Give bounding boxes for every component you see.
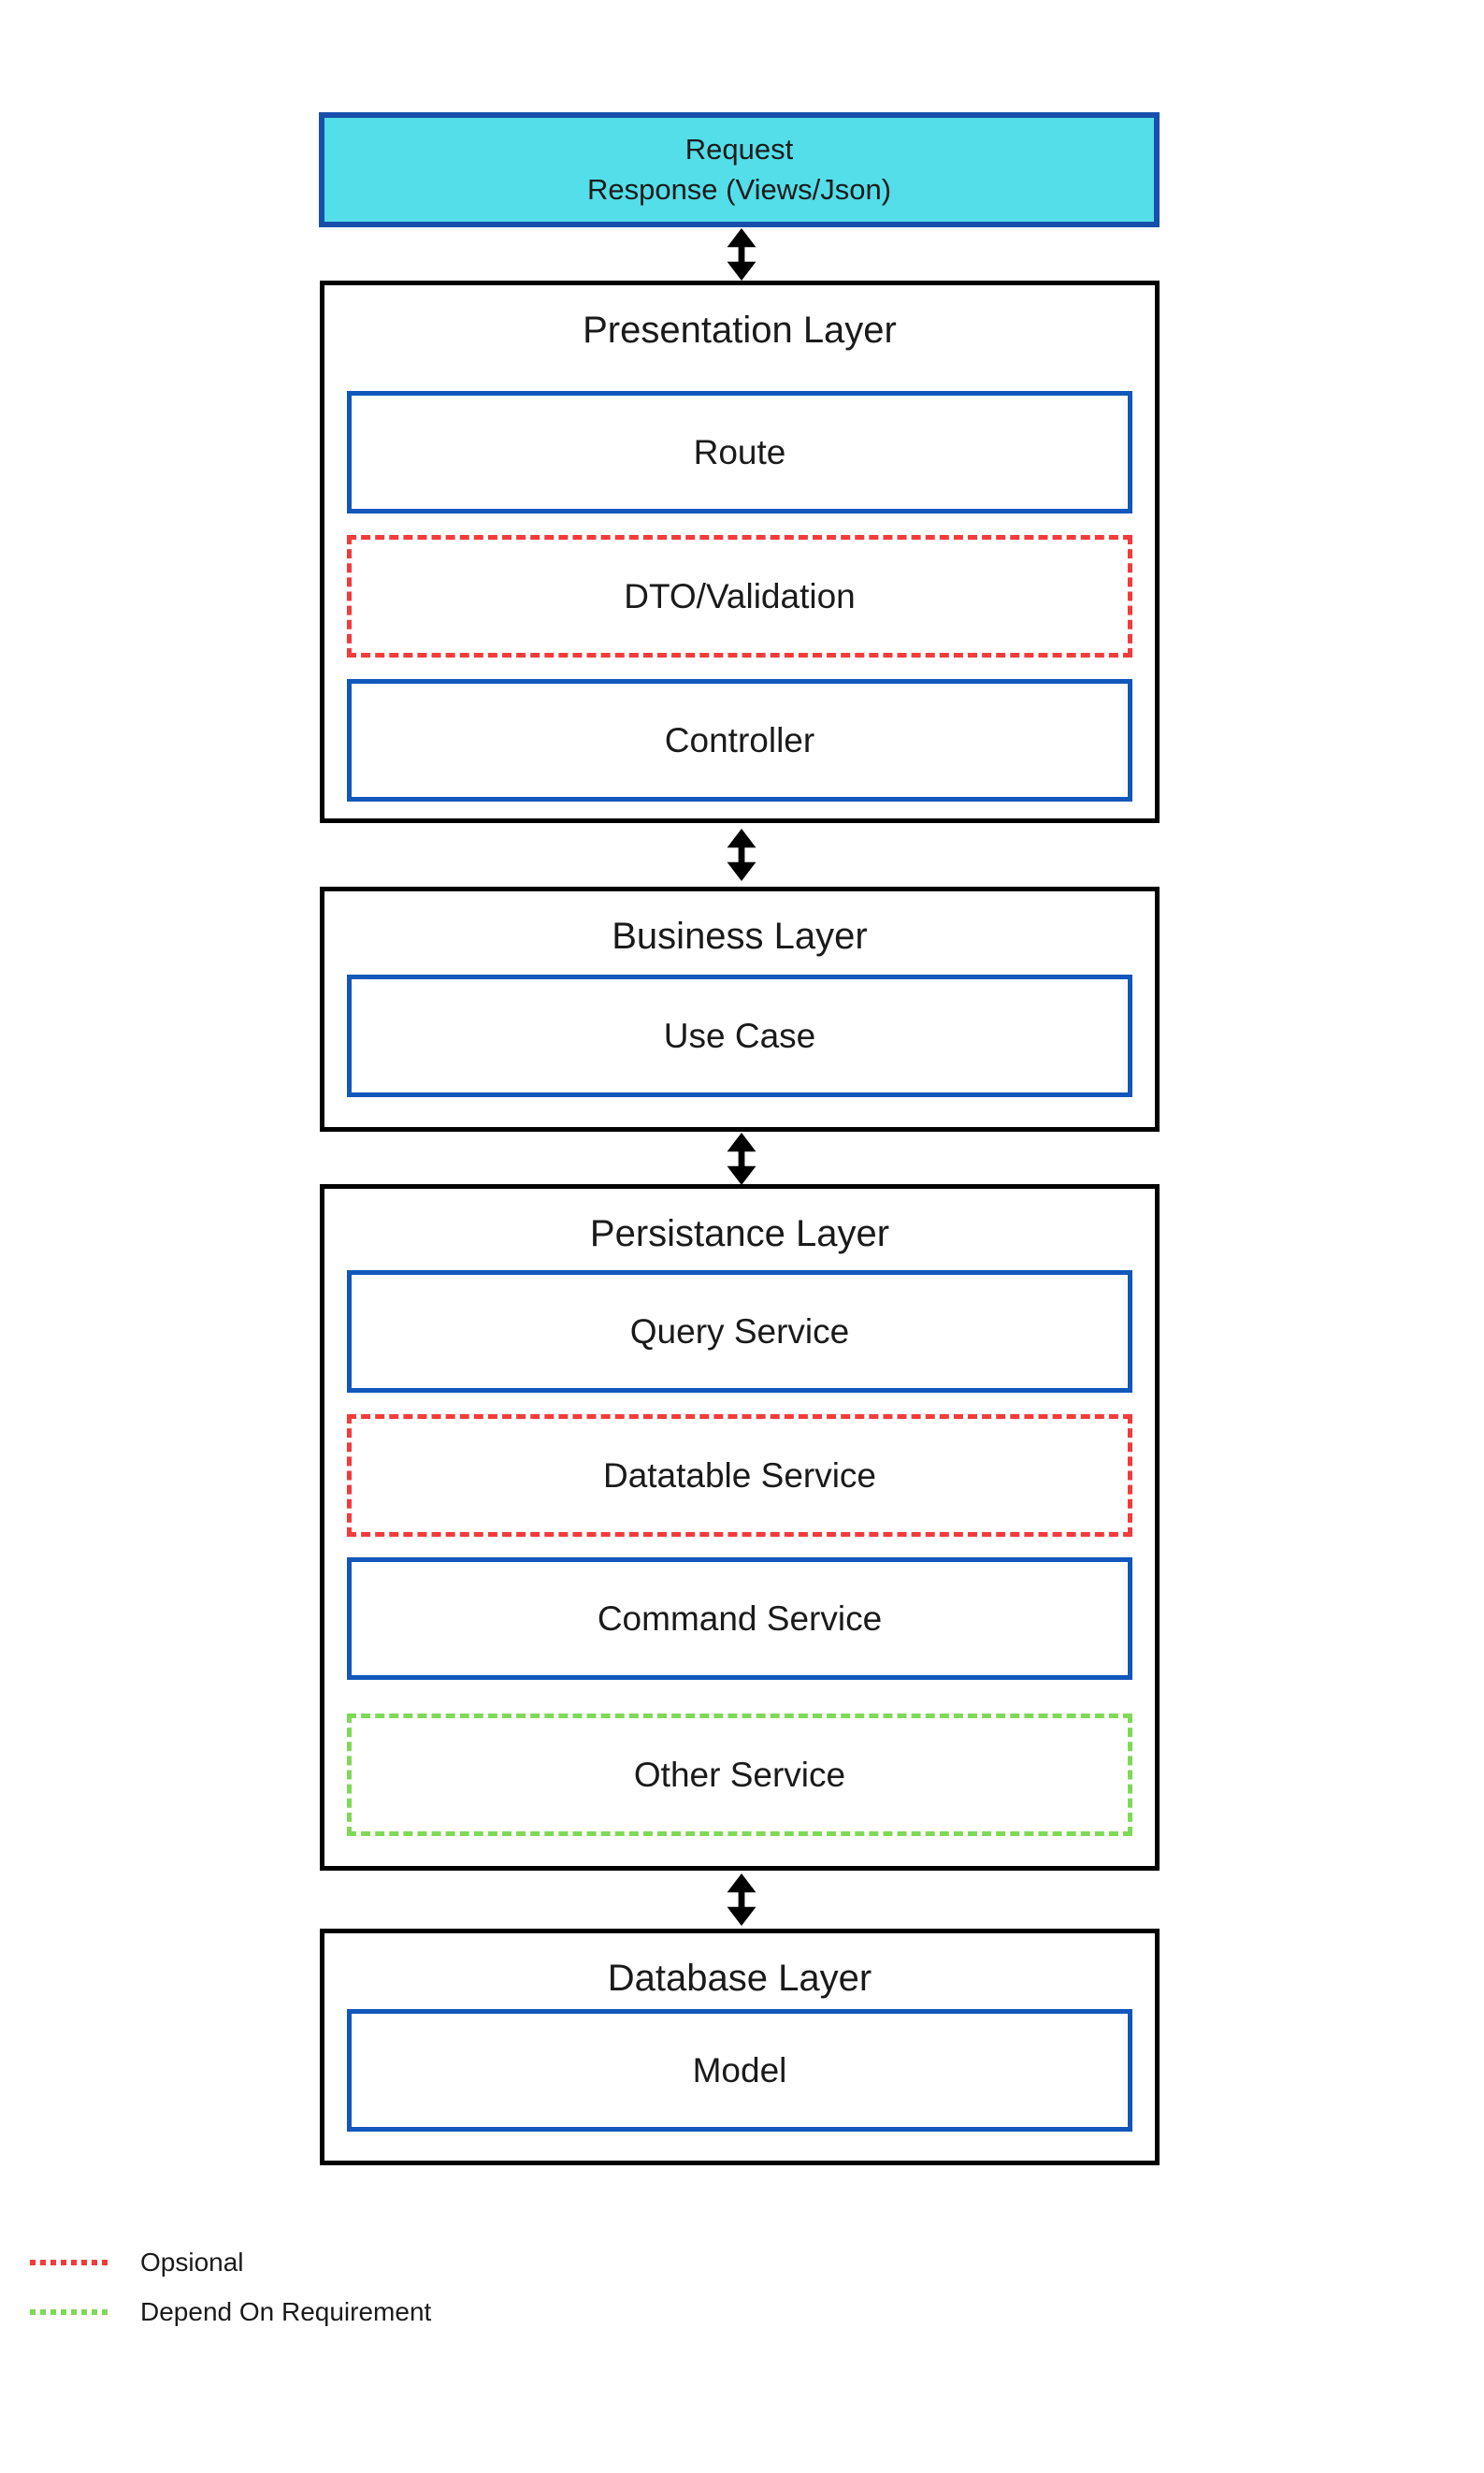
legend-label-depend-on-requirement: Depend On Requirement (140, 2297, 432, 2326)
double-arrow-icon (727, 1133, 756, 1185)
layer-presentation: Presentation Layer Route DTO/Validation … (320, 281, 1160, 823)
layer-title-database: Database Layer (607, 1958, 872, 1999)
box-command-service-label: Command Service (597, 1598, 883, 1638)
double-arrow-icon (727, 829, 756, 881)
box-controller-label: Controller (664, 720, 815, 759)
box-query-service-label: Query Service (629, 1311, 850, 1351)
box-use-case: Use Case (347, 975, 1132, 1097)
request-response-box: Request Response (Views/Json) (319, 112, 1160, 227)
layer-title-presentation: Presentation Layer (583, 310, 897, 351)
box-route: Route (347, 391, 1132, 513)
box-use-case-label: Use Case (663, 1016, 816, 1055)
box-datatable-service: Datatable Service (347, 1414, 1132, 1537)
layer-persistance: Persistance Layer Query Service Datatabl… (320, 1184, 1160, 1871)
box-dto-validation: DTO/Validation (347, 535, 1132, 658)
box-model: Model (347, 2009, 1132, 2132)
layer-title-business: Business Layer (612, 916, 868, 957)
layer-business: Business Layer Use Case (320, 887, 1160, 1132)
box-other-service-label: Other Service (633, 1755, 846, 1794)
double-arrow-icon (727, 1873, 756, 1926)
legend-label-optional: Opsional (140, 2248, 244, 2277)
layer-title-persistance: Persistance Layer (589, 1213, 890, 1254)
legend-item-optional: Opsional (30, 2248, 244, 2277)
box-controller: Controller (347, 679, 1132, 802)
box-other-service: Other Service (347, 1714, 1132, 1836)
layer-database: Database Layer Model (320, 1929, 1160, 2165)
box-route-label: Route (693, 432, 786, 471)
box-dto-validation-label: DTO/Validation (624, 576, 856, 615)
box-datatable-service-label: Datatable Service (602, 1455, 877, 1495)
green-dotted-line-icon (30, 2309, 112, 2315)
box-model-label: Model (692, 2050, 787, 2090)
box-command-service: Command Service (347, 1557, 1132, 1680)
double-arrow-icon (727, 228, 756, 281)
legend-item-depend-on-requirement: Depend On Requirement (30, 2297, 432, 2326)
request-label: Request (684, 132, 794, 166)
box-query-service: Query Service (347, 1270, 1132, 1393)
red-dotted-line-icon (30, 2260, 112, 2265)
response-label: Response (Views/Json) (586, 172, 892, 206)
